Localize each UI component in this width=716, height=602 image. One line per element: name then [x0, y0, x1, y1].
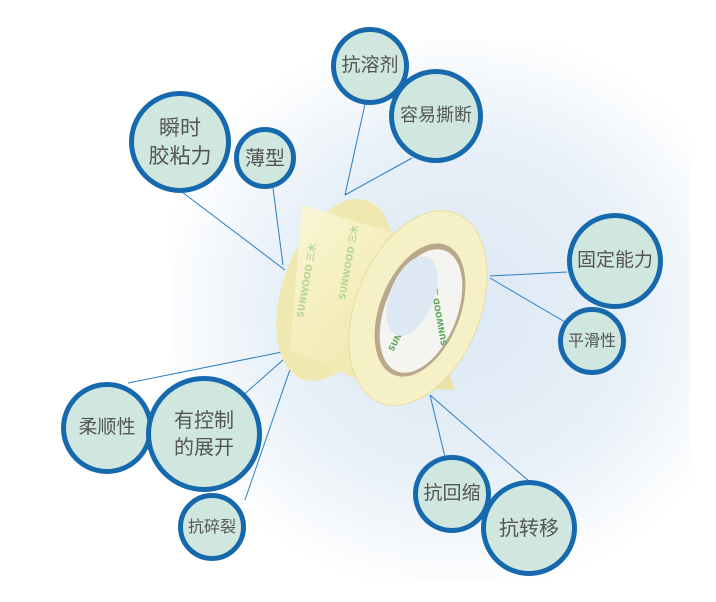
feature-label: 抗转移 [499, 515, 559, 540]
feature-label: 容易撕断 [400, 104, 472, 126]
connector-line [272, 187, 284, 266]
feature-label: 抗碎裂 [187, 517, 236, 537]
feature-holding-power: 固定能力 [567, 213, 663, 309]
feature-label: 胶粘力 [148, 144, 212, 168]
connector-line [489, 271, 568, 277]
tape-roll: SUNWOOD 三木 SUNWOOD 三木 SUNWOOD 三木 SUNWOOD… [276, 198, 488, 406]
feature-label: 抗溶剂 [341, 54, 399, 77]
feature-anti-transfer: 抗转移 [481, 480, 577, 576]
connector-line [429, 394, 446, 458]
connector-line [344, 103, 366, 196]
feature-easy-tear: 容易撕断 [389, 69, 483, 163]
connector-line [429, 394, 531, 483]
feature-label: 有控制 [174, 408, 234, 432]
connector-line [244, 354, 296, 501]
connector-line [344, 157, 413, 196]
feature-softness: 柔顺性 [61, 382, 153, 474]
feature-instant-adhesion: 瞬时胶粘力 [129, 91, 231, 193]
feature-label: 抗回缩 [423, 482, 481, 505]
feature-smoothness: 平滑性 [558, 307, 626, 375]
feature-controlled-unwind: 有控制的展开 [146, 376, 262, 492]
feature-anti-retraction: 抗回缩 [413, 455, 491, 533]
feature-label: 固定能力 [576, 249, 653, 272]
feature-label: 柔顺性 [78, 416, 136, 439]
feature-solvent-resistant: 抗溶剂 [331, 27, 409, 105]
connector-lines [127, 103, 568, 501]
feature-label: 薄型 [245, 145, 285, 170]
feature-label: 的展开 [174, 435, 234, 459]
connector-line [127, 349, 293, 384]
feature-label: 平滑性 [567, 331, 616, 351]
feature-thin: 薄型 [234, 127, 296, 189]
connector-line [181, 191, 286, 271]
feature-shatter-resistant: 抗碎裂 [178, 493, 246, 561]
connector-line [489, 277, 566, 323]
feature-label: 瞬时 [159, 115, 201, 140]
